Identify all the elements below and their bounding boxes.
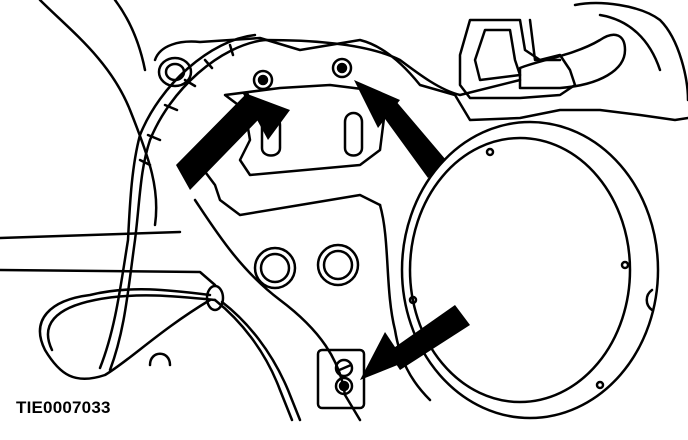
handle-housing-inner <box>473 28 522 82</box>
bolt-upper-left <box>252 69 274 91</box>
cable-bundle-2 <box>98 33 257 370</box>
cable-sleeve <box>138 43 235 167</box>
bolt-upper-left-inner <box>257 74 269 86</box>
bolt-lower-bottom <box>334 376 354 396</box>
bolt-lower-bottom-inner <box>338 380 350 392</box>
wire-loop-left <box>38 287 212 381</box>
upper-bracket <box>223 83 387 177</box>
panel-edge-line <box>0 230 182 240</box>
inner-frame-right <box>378 203 432 402</box>
wire-down-2 <box>220 300 302 422</box>
speaker-screw-hole-3 <box>408 295 418 305</box>
bolt-lower-top-slot <box>335 363 353 373</box>
access-hole-right-inner <box>322 249 354 281</box>
bolt-upper-right-inner <box>336 62 348 74</box>
lower-bracket <box>316 348 366 410</box>
inner-frame-left <box>198 163 382 217</box>
access-hole-left-inner <box>259 252 291 284</box>
speaker-screw-hole-1 <box>485 147 495 157</box>
access-hole-right-outer <box>316 243 360 287</box>
handle-lever <box>528 18 562 62</box>
handle-trim-inner <box>598 13 662 72</box>
wire-to-handle <box>263 38 522 97</box>
lower-hole <box>148 352 172 367</box>
speaker-opening-outer <box>400 120 660 420</box>
bolt-upper-right <box>331 57 353 79</box>
door-frame <box>153 36 688 122</box>
slot-right <box>343 111 364 157</box>
wire-clip <box>205 284 225 312</box>
mount-hole-top-left <box>157 56 193 88</box>
speaker-screw-hole-4 <box>595 380 605 390</box>
mount-hole-top-left-inner <box>164 62 186 82</box>
figure-caption: TIE0007033 <box>16 398 111 417</box>
outer-panel-outline <box>38 0 158 227</box>
speaker-opening-inner <box>408 136 632 404</box>
handle-housing <box>458 18 577 100</box>
door-handle <box>518 33 627 90</box>
arrow-icon <box>360 305 470 380</box>
arrow-icon <box>354 80 446 178</box>
cable-bundle <box>108 38 267 372</box>
arrow-icon <box>176 92 290 190</box>
panel-edge-line-2 <box>0 268 217 287</box>
handle-trim <box>573 1 688 102</box>
bolt-lower-top <box>334 358 354 378</box>
outer-panel-outline-2 <box>113 0 147 72</box>
wire-loop-left-2 <box>46 294 217 352</box>
wire-down <box>213 298 294 422</box>
edge-notch <box>645 288 654 312</box>
speaker-screw-hole-2 <box>620 260 630 270</box>
access-hole-left-outer <box>253 246 297 290</box>
